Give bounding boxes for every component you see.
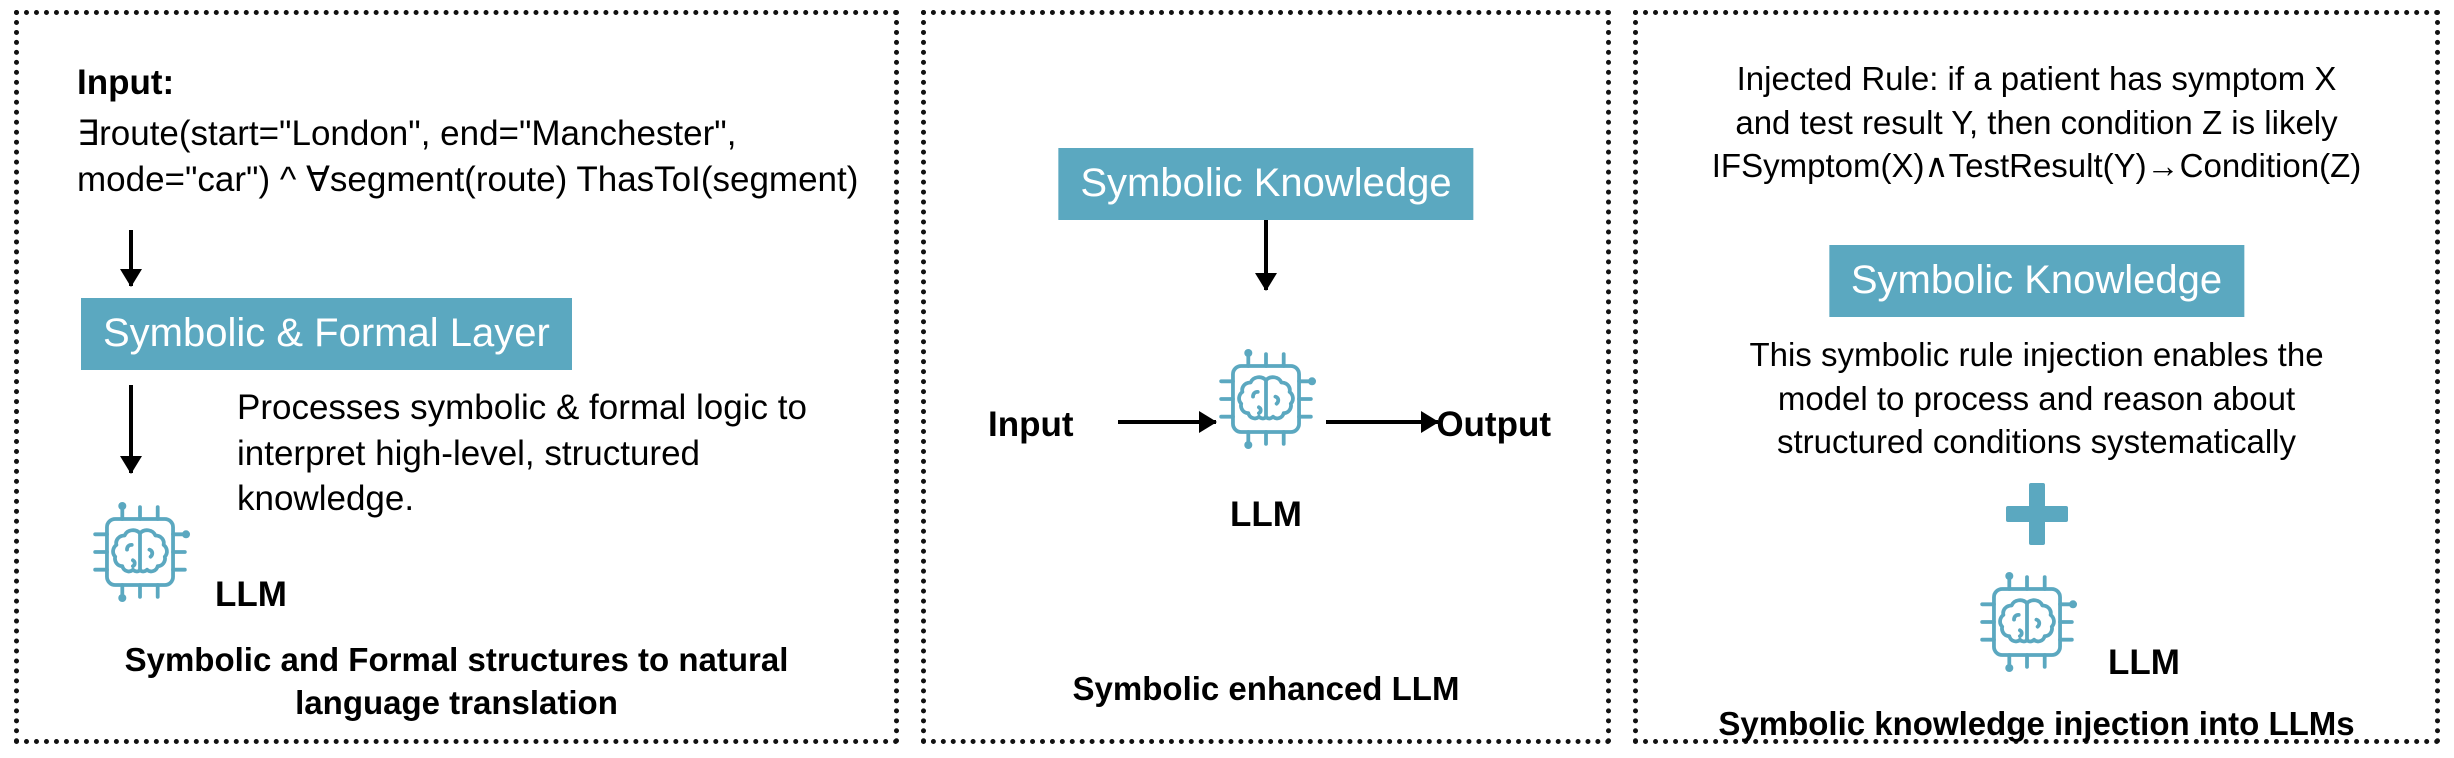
panel-caption: Symbolic and Formal structures to natura…	[124, 641, 789, 721]
plus-icon	[2005, 483, 2068, 545]
symbolic-knowledge-box: Symbolic Knowledge	[1828, 245, 2245, 317]
down-arrow-icon	[129, 385, 133, 473]
llm-chip-brain-icon	[81, 493, 199, 616]
llm-label: LLM	[215, 575, 287, 614]
input-label: Input	[988, 405, 1074, 444]
injection-description: This symbolic rule injection enables the…	[1749, 336, 2324, 461]
down-arrow-icon	[129, 230, 133, 286]
llm-label: LLM	[1230, 495, 1302, 534]
layer-description: Processes symbolic & formal logic to int…	[237, 388, 807, 518]
panel-knowledge-injection: Injected Rule: if a patient has symptom …	[1633, 10, 2440, 744]
input-formula: ∃route(start="London", end="Manchester",…	[77, 114, 859, 199]
llm-chip-brain-icon	[1207, 340, 1325, 463]
down-arrow-icon	[1264, 220, 1268, 290]
right-arrow-icon	[1118, 420, 1216, 424]
panel-symbolic-translation: Input: ∃route(start="London", end="Manch…	[14, 10, 899, 744]
symbolic-formal-layer-box: Symbolic & Formal Layer	[81, 298, 572, 370]
input-title: Input:	[77, 63, 175, 102]
panel-caption: Symbolic enhanced LLM	[1072, 670, 1460, 707]
panel-symbolic-enhanced-llm: Symbolic Knowledge Input Output LLM Symb…	[921, 10, 1611, 744]
right-arrow-icon	[1326, 420, 1438, 424]
llm-chip-brain-icon	[1968, 563, 2086, 686]
symbolic-knowledge-box: Symbolic Knowledge	[1058, 148, 1474, 220]
output-label: Output	[1436, 405, 1551, 444]
injected-rule-text: Injected Rule: if a patient has symptom …	[1711, 60, 2362, 185]
llm-label: LLM	[2108, 643, 2180, 682]
panel-caption: Symbolic knowledge injection into LLMs	[1718, 705, 2355, 742]
